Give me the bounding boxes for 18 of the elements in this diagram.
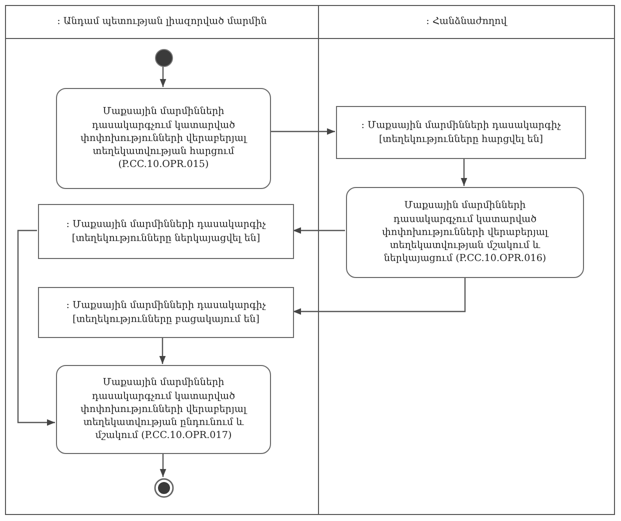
object-box: : Մաքսային մարմինների դասակարգիչ [տեղեկությունները բացակայում են]	[38, 287, 294, 338]
activity-box: Մաքսային մարմինների դասակարգչում կատարված փոփոխությունների վերաբերյալ տեղեկատվության հարցում (P.CC.10.OPR.015)	[56, 88, 271, 189]
lane-title: : Անդամ պետության լիազորված մարմին	[57, 15, 267, 29]
arrow	[160, 66, 166, 87]
arrow	[293, 277, 466, 315]
swimlane	[318, 5, 615, 515]
lane-title: : Հանձնաժողով	[426, 15, 507, 29]
arrow	[270, 128, 335, 135]
activity-box: Մաքսային մարմինների դասակարգչում կատարված փոփոխությունների վերաբերյալ տեղեկատվության ընդունում և մշակում (P.CC.10.OPR.017)	[56, 365, 271, 454]
arrow	[159, 337, 166, 364]
arrow	[293, 227, 345, 234]
arrow	[17, 230, 55, 426]
activity-box: Մաքսային մարմինների դասակարգչում կատարված փոփոխությունների վերաբերյալ տեղեկատվության մշակում և ներկայացում (P.CC.10.OPR.016)	[346, 187, 584, 278]
object-box: : Մաքսային մարմինների դասակարգիչ [տեղեկությունները ներկայացվել են]	[38, 204, 294, 259]
object-box: : Մաքսային մարմինների դասակարգիչ [տեղեկությունները հարցվել են]	[336, 106, 586, 159]
arrow	[460, 158, 468, 186]
arrow	[160, 453, 166, 477]
swimlane	[5, 5, 319, 515]
